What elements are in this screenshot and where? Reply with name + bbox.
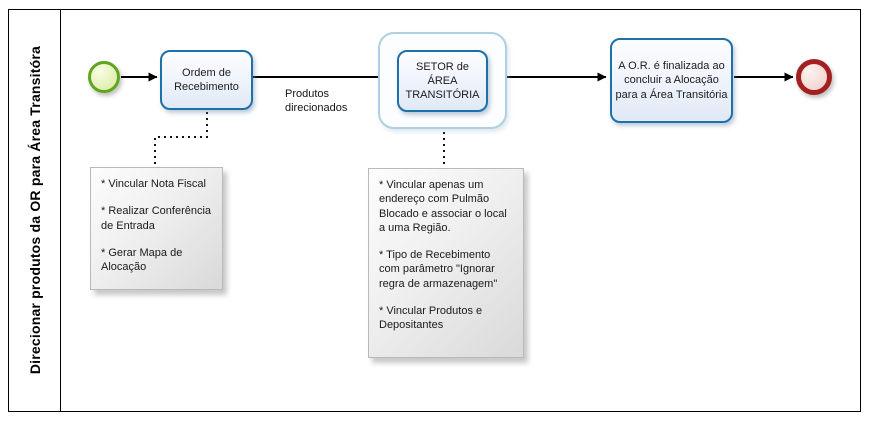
task-label: Ordem de Recebimento	[174, 66, 239, 93]
note-item: * Vincular Nota Fiscal	[101, 178, 206, 190]
note-item: * Tipo de Recebimento com parâmetro "Ign…	[379, 249, 498, 290]
task-ordem-de-recebimento[interactable]: Ordem de Recebimento	[160, 50, 253, 110]
lane-title: Direcionar produtos da OR para Área Tran…	[26, 46, 43, 375]
task-setor-area-transitoria[interactable]: SETOR de ÁREA TRANSITÓRIA	[397, 50, 488, 112]
flow-label-produtos-direcionados: Produtos direcionados	[285, 88, 348, 115]
note-ordem-annotation[interactable]: * Vincular Nota Fiscal * Realizar Confer…	[90, 167, 223, 290]
note-item: * Vincular apenas um endereço com Pulmão…	[379, 179, 507, 234]
task-label: SETOR de ÁREA TRANSITÓRIA	[405, 60, 480, 102]
start-event-circle[interactable]	[88, 61, 120, 93]
end-event-circle[interactable]	[796, 59, 832, 95]
note-item: * Vincular Produtos e Depositantes	[379, 305, 483, 332]
note-setor-annotation[interactable]: * Vincular apenas um endereço com Pulmão…	[368, 168, 524, 358]
lane-header: Direcionar produtos da OR para Área Tran…	[8, 9, 61, 412]
task-label: A O.R. é finalizada ao concluir a Alocaç…	[615, 60, 728, 101]
note-item: * Gerar Mapa de Alocação	[101, 246, 183, 274]
note-item: * Realizar Conferência de Entrada	[101, 205, 212, 232]
task-or-finalizada[interactable]: A O.R. é finalizada ao concluir a Alocaç…	[610, 38, 733, 123]
